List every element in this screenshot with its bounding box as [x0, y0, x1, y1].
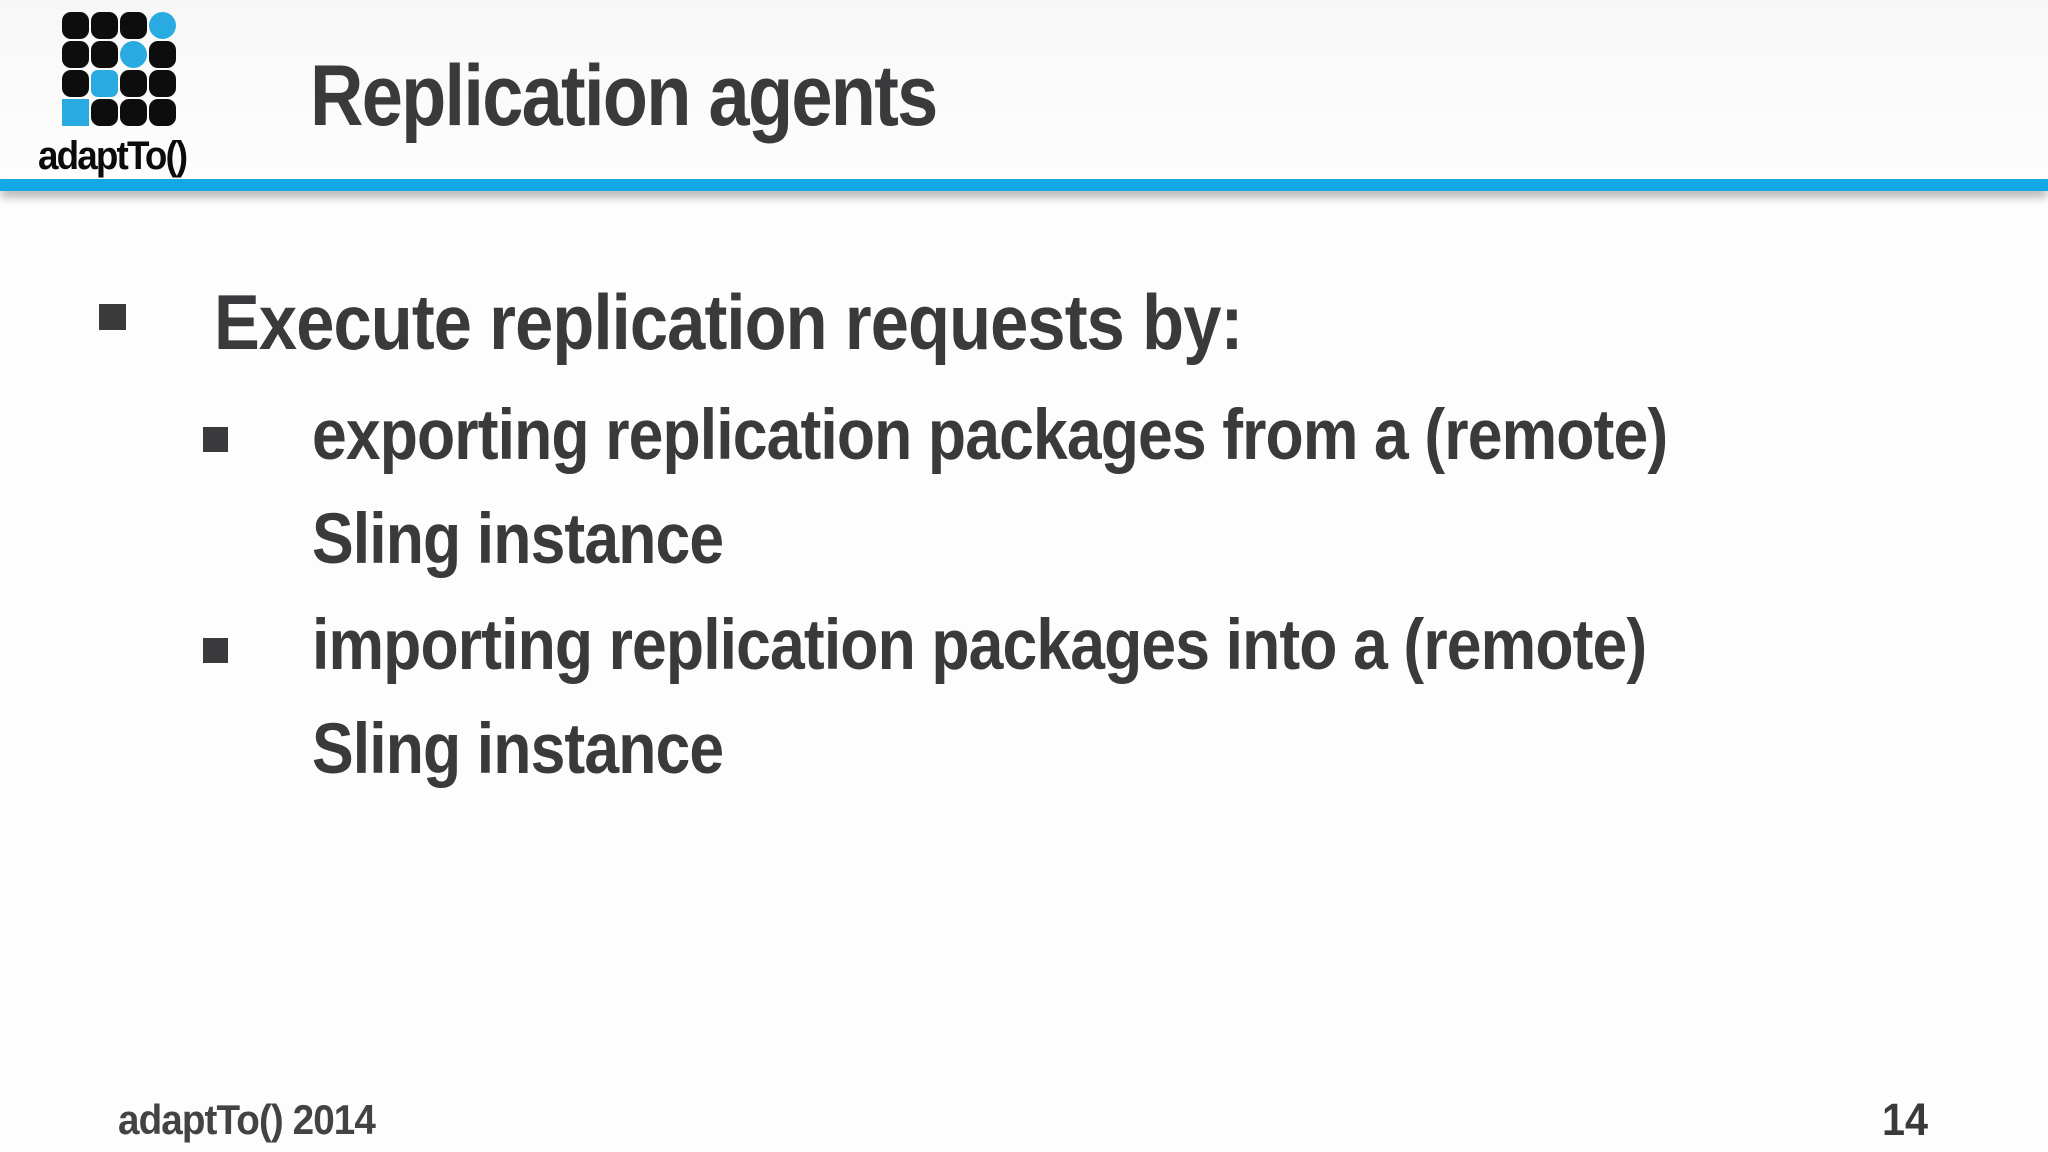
bullet-line: Sling instance — [312, 710, 724, 789]
logo-dot-black-icon — [120, 70, 147, 97]
bullet-line: exporting replication packages from a (r… — [312, 396, 1668, 475]
bullet-square-icon — [99, 304, 126, 330]
logo-dot-black-icon — [62, 70, 89, 97]
adaptto-logo-grid-icon — [62, 12, 218, 126]
bullet-sub-importing: importing replication packages into a (r… — [312, 594, 1647, 802]
logo-dot-black-icon — [149, 41, 176, 68]
slide-header: adaptTo() Replication agents — [0, 0, 2048, 179]
bullet-main: Execute replication requests by: — [214, 268, 1243, 376]
bullet-square-icon — [203, 427, 228, 452]
logo-dot-black-icon — [91, 41, 118, 68]
page-number: 14 — [1882, 1094, 1929, 1145]
logo-dot-black-icon — [120, 99, 147, 126]
logo-dot-black-icon — [149, 70, 176, 97]
bullet-line: Execute replication requests by: — [214, 278, 1243, 366]
logo-dot-blue-icon — [91, 70, 118, 97]
footer-conference-label: adaptTo() 2014 — [118, 1096, 376, 1143]
bullet-square-icon — [203, 638, 228, 663]
bullet-line: Sling instance — [312, 500, 724, 579]
slide-title: Replication agents — [310, 48, 938, 144]
logo-dot-black-icon — [91, 99, 118, 126]
logo-dot-black-icon — [91, 12, 118, 39]
adaptto-logo: adaptTo() — [38, 12, 218, 179]
adaptto-logo-text: adaptTo() — [38, 134, 188, 178]
header-accent-line — [0, 179, 2048, 191]
logo-dot-blue-icon — [120, 41, 147, 68]
logo-dot-blue-icon — [62, 99, 89, 126]
logo-dot-black-icon — [62, 12, 89, 39]
logo-dot-black-icon — [120, 12, 147, 39]
bullet-line: importing replication packages into a (r… — [312, 606, 1647, 685]
bullet-sub-exporting: exporting replication packages from a (r… — [312, 384, 1668, 592]
logo-dot-black-icon — [62, 41, 89, 68]
logo-dot-black-icon — [149, 99, 176, 126]
logo-dot-blue-icon — [149, 12, 176, 39]
